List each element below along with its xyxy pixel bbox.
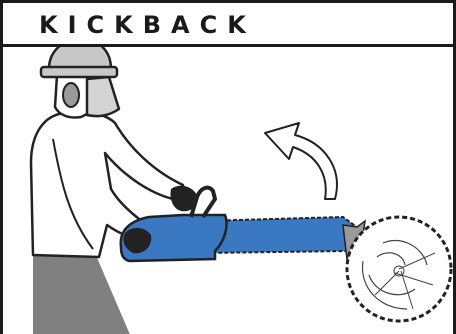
kickback-arrow-icon — [265, 123, 337, 199]
title-bar: KICKBACK — [3, 3, 453, 47]
operator-legs — [33, 253, 131, 334]
safety-helmet — [41, 47, 117, 77]
kickback-illustration — [3, 47, 453, 334]
log-cross-section — [347, 217, 451, 321]
face-visor — [87, 77, 119, 116]
panel-title: KICKBACK — [39, 11, 256, 39]
